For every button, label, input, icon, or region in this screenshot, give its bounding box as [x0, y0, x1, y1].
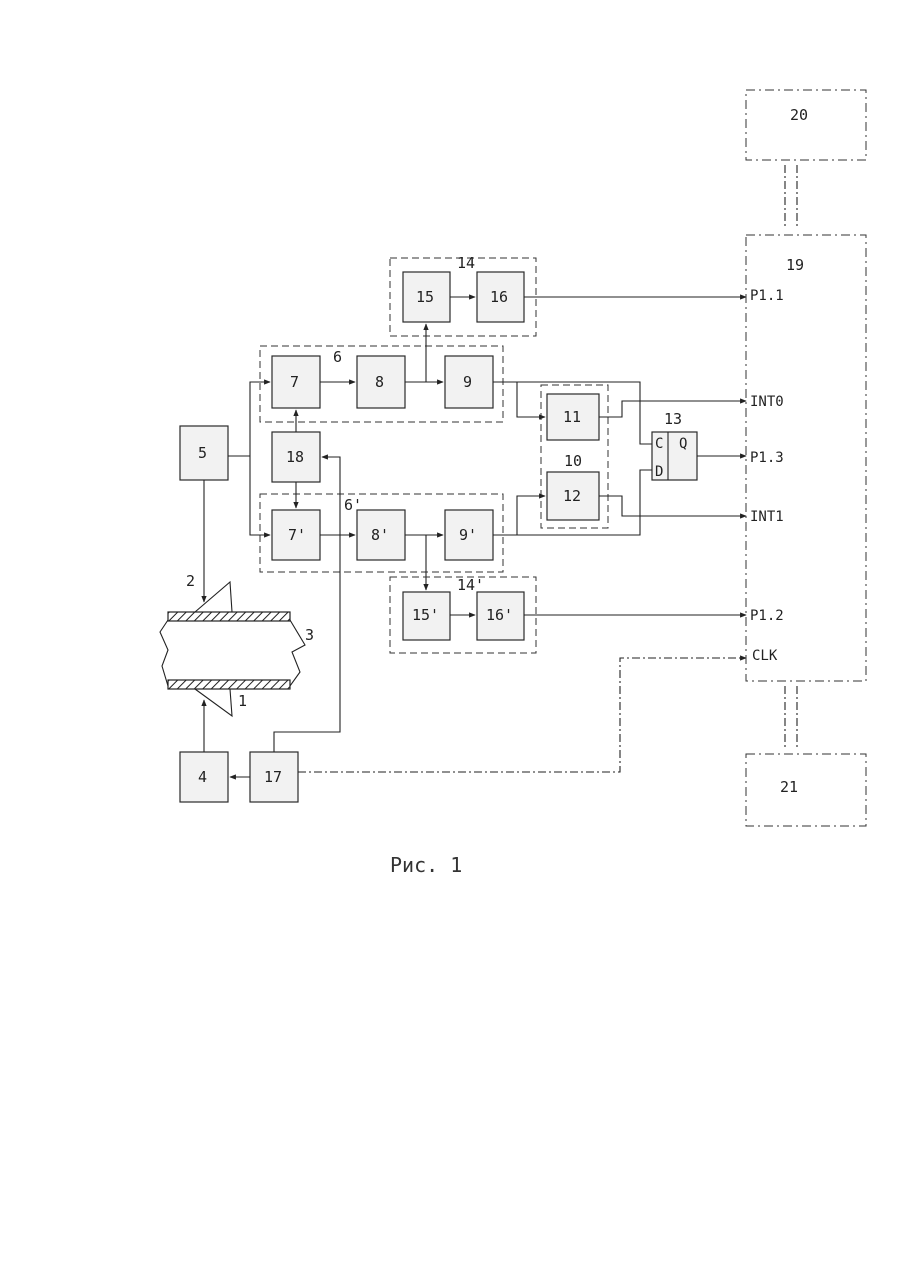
label-3: 3	[305, 626, 314, 644]
pipe-wall-top	[168, 612, 290, 621]
block-20-label: 20	[790, 106, 808, 124]
pipe-wall-bottom	[168, 680, 290, 689]
port-p1-3: P1.3	[750, 450, 784, 466]
block-8-prime-label: 8'	[371, 526, 389, 544]
wire-9p-12	[493, 496, 545, 535]
block-12-label: 12	[563, 487, 581, 505]
trigger-c-input: C	[655, 436, 663, 452]
group-6-label: 6	[333, 348, 342, 366]
block-15-prime-label: 15'	[412, 606, 439, 624]
block-4-label: 4	[198, 768, 207, 786]
trigger-13-label: 13	[664, 410, 682, 428]
trigger-d-input: D	[655, 464, 663, 480]
block-15-label: 15	[416, 288, 434, 306]
transducer-1	[195, 689, 232, 716]
group-10-label: 10	[564, 452, 582, 470]
port-clk: CLK	[752, 648, 778, 664]
trigger-q-output: Q	[679, 436, 687, 452]
block-21	[746, 754, 866, 826]
label-2: 2	[186, 572, 195, 590]
block-21-label: 21	[780, 778, 798, 796]
block-16-label: 16	[490, 288, 508, 306]
block-9-prime-label: 9'	[459, 526, 477, 544]
block-5-label: 5	[198, 444, 207, 462]
block-18-label: 18	[286, 448, 304, 466]
group-14-prime-label: 14'	[457, 576, 484, 594]
port-p1-1: P1.1	[750, 288, 784, 304]
label-1: 1	[238, 692, 247, 710]
group-14-label: 14	[457, 254, 475, 272]
block-11-label: 11	[563, 408, 581, 426]
wire-12-int1	[599, 496, 746, 516]
wire-9-11	[493, 382, 545, 417]
wire-17-clk	[298, 658, 746, 772]
figure-caption: Рис. 1	[390, 853, 462, 877]
block-7-prime-label: 7'	[288, 526, 306, 544]
block-8-label: 8	[375, 373, 384, 391]
block-20	[746, 90, 866, 160]
block-9-label: 9	[463, 373, 472, 391]
microcontroller-19-label: 19	[786, 256, 804, 274]
transducer-2	[195, 582, 232, 612]
wire-17-18	[274, 457, 340, 752]
port-int1: INT1	[750, 509, 784, 525]
pipe-body	[160, 620, 305, 686]
port-p1-2: P1.2	[750, 608, 784, 624]
block-7-label: 7	[290, 373, 299, 391]
block-17-label: 17	[264, 768, 282, 786]
port-int0: INT0	[750, 394, 784, 410]
block-16-prime-label: 16'	[486, 606, 513, 624]
